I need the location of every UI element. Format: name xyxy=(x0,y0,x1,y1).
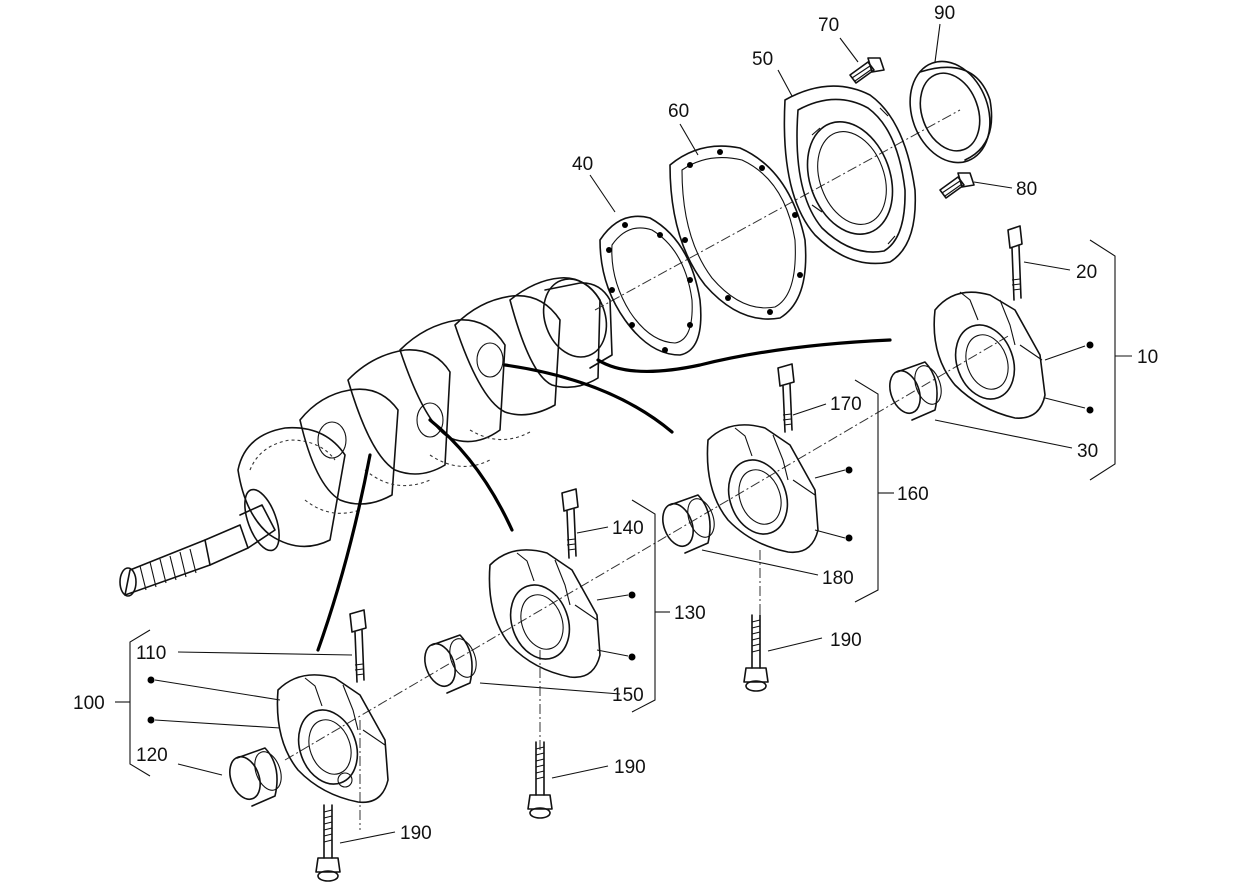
bearing-shell-180 xyxy=(662,494,715,554)
callout-130: 130 xyxy=(674,603,706,624)
callout-40: 40 xyxy=(572,154,593,175)
bracket-160 xyxy=(854,379,894,603)
seal-housing-50 xyxy=(783,85,917,265)
callout-180: 180 xyxy=(822,568,854,589)
bracket-10 xyxy=(1089,239,1132,481)
callout-20: 20 xyxy=(1076,262,1097,283)
callout-190-right: 190 xyxy=(830,630,862,651)
bearing-cap-130 xyxy=(488,549,601,679)
callout-140: 140 xyxy=(612,518,644,539)
screw-80 xyxy=(939,172,975,199)
callout-30: 30 xyxy=(1077,441,1098,462)
center-lines xyxy=(284,109,1011,830)
assembly-arrows xyxy=(316,338,892,652)
callout-170: 170 xyxy=(830,394,862,415)
callout-70: 70 xyxy=(818,15,839,36)
screw-70 xyxy=(849,57,885,84)
oil-seal-90 xyxy=(909,60,993,164)
gasket-40 xyxy=(599,215,702,356)
gasket-60 xyxy=(669,145,807,320)
bearing-cap-160 xyxy=(706,424,819,554)
bolt-190-right xyxy=(743,614,769,692)
bearing-cap-100 xyxy=(276,674,389,804)
callout-80: 80 xyxy=(1016,179,1037,200)
callout-160: 160 xyxy=(897,484,929,505)
callout-90: 90 xyxy=(934,3,955,24)
bolt-140 xyxy=(561,488,579,559)
callout-60: 60 xyxy=(668,101,689,122)
callout-190-left: 190 xyxy=(400,823,432,844)
bracket-100 xyxy=(115,629,151,777)
bracket-130 xyxy=(631,499,670,713)
crankshaft xyxy=(119,277,613,597)
bearing-shell-150 xyxy=(424,634,477,694)
bolt-190-left xyxy=(315,804,341,882)
bolt-170 xyxy=(777,363,795,433)
callout-110: 110 xyxy=(136,643,166,664)
bolt-190-middle xyxy=(527,741,553,819)
bearing-cap-10 xyxy=(933,291,1046,419)
leader-lines xyxy=(147,23,1094,844)
callout-150: 150 xyxy=(612,685,644,706)
callout-120: 120 xyxy=(136,745,168,766)
callout-labels: 10 20 30 40 50 60 70 80 90 100 110 120 1… xyxy=(73,3,1158,844)
callout-190-middle: 190 xyxy=(614,757,646,778)
bearing-shell-30 xyxy=(889,361,942,421)
bearing-shell-120 xyxy=(229,747,282,807)
bolt-110 xyxy=(349,609,367,683)
callout-10: 10 xyxy=(1137,347,1158,368)
callout-50: 50 xyxy=(752,49,773,70)
bolt-20 xyxy=(1007,225,1023,301)
callout-100: 100 xyxy=(73,693,105,714)
